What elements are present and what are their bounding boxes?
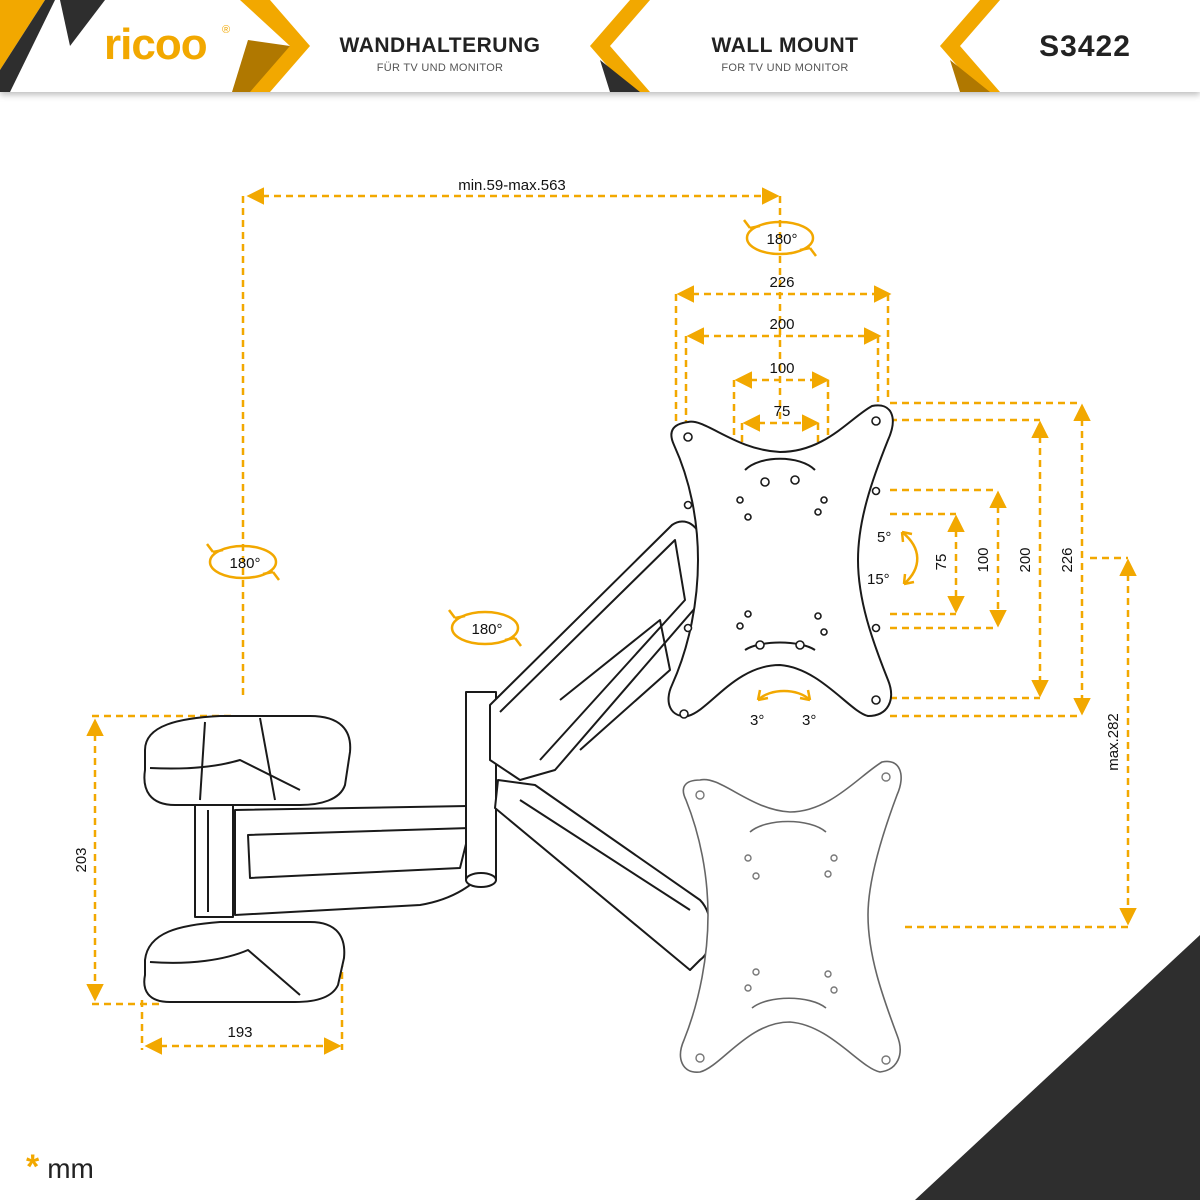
unit-label: mm [47, 1153, 94, 1184]
lower-arm [234, 805, 491, 916]
label-rotate-top: 180° [766, 231, 797, 248]
label-height-100: 100 [975, 547, 992, 572]
label-width-100: 100 [769, 360, 794, 377]
rotation-icon-top [743, 219, 817, 257]
wall-column [194, 804, 234, 918]
label-rotate-left: 180° [229, 555, 260, 572]
label-width-75: 75 [774, 403, 791, 420]
label-tilt-down: 15° [867, 571, 890, 588]
label-max-282: max.282 [1105, 713, 1122, 771]
rotation-icon-left [206, 543, 280, 581]
asterisk-marker: * [26, 1148, 40, 1186]
tilt-arrow-icon [900, 530, 919, 586]
label-tilt-up: 5° [877, 529, 891, 546]
label-swivel-left: 3° [750, 712, 764, 729]
brand-registered-mark: ® [222, 24, 231, 36]
rotation-icon-arm [448, 609, 522, 647]
label-swivel-right: 3° [802, 712, 816, 729]
label-width-226: 226 [769, 274, 794, 291]
vesa-holes [679, 416, 881, 719]
subtitle-english: FOR TV UND MONITOR [721, 62, 849, 74]
label-arm-extension: min.59-max.563 [458, 177, 566, 194]
vesa-plate [667, 404, 894, 718]
model-number: S3422 [1039, 30, 1131, 63]
title-english: WALL MOUNT [711, 34, 859, 57]
header-banner: ricoo ® WANDHALTERUNG FÜR TV UND MONITOR… [0, 0, 1200, 92]
corner-decoration [915, 935, 1200, 1200]
lower-parallel-arm [494, 779, 713, 971]
label-height-203: 203 [73, 847, 90, 872]
label-rotate-arm: 180° [471, 621, 502, 638]
vesa-holes-lowered [695, 772, 891, 1065]
upper-arm [489, 520, 703, 781]
label-width-200: 200 [769, 316, 794, 333]
title-german: WANDHALTERUNG [339, 34, 541, 57]
vesa-plate-lowered [679, 760, 902, 1073]
brand-logo: ricoo [104, 20, 208, 69]
wall-plate-bottom [143, 921, 346, 1003]
label-height-226: 226 [1059, 547, 1076, 572]
label-width-193: 193 [227, 1024, 252, 1041]
label-height-200: 200 [1017, 547, 1034, 572]
unit-note: *mm [26, 1148, 94, 1187]
banner-decoration [0, 0, 1000, 92]
swivel-arrow-icon [756, 689, 812, 702]
label-height-75: 75 [933, 554, 950, 571]
wall-plate-top [143, 715, 352, 806]
subtitle-german: FÜR TV UND MONITOR [376, 62, 504, 74]
